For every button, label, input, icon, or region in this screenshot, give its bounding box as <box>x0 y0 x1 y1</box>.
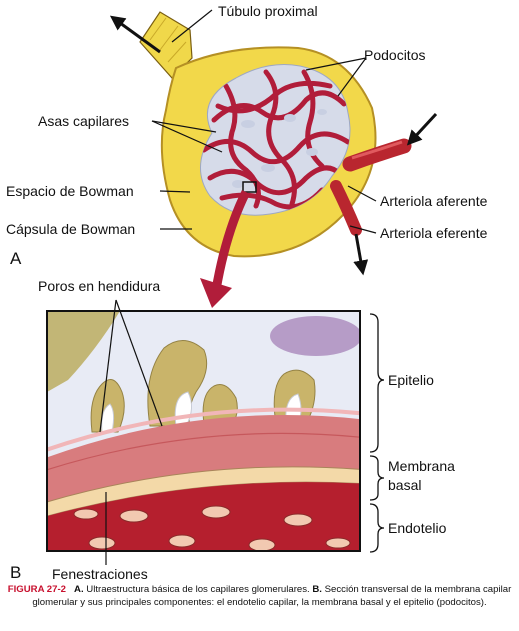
caption-part-a-letter: A. <box>74 584 84 595</box>
caption-part-a-text: Ultraestructura básica de los capilares … <box>86 584 310 595</box>
inspection-box <box>242 181 257 193</box>
label-basal: basal <box>388 477 421 493</box>
panel-b-leaders <box>99 299 163 565</box>
layer-braces <box>369 313 385 553</box>
label-tubulo-proximal: Túbulo proximal <box>218 3 318 19</box>
label-capsula-bowman: Cápsula de Bowman <box>6 221 135 237</box>
afferent-arteriole <box>342 138 412 172</box>
podocyte-body <box>270 316 360 356</box>
panel-b-cross-section <box>47 311 360 551</box>
label-espacio-bowman: Espacio de Bowman <box>6 183 134 199</box>
caption-part-b-text: Sección transversal de la membrana capil… <box>32 584 512 608</box>
efferent-arteriole <box>330 180 362 236</box>
panel-a-letter: A <box>10 249 22 268</box>
figure-number: FIGURA 27-2 <box>7 584 67 595</box>
label-arteriola-aferente: Arteriola aferente <box>380 193 488 209</box>
label-arteriola-eferente: Arteriola eferente <box>380 225 488 241</box>
basement-membrane <box>47 415 360 502</box>
label-epitelio: Epitelio <box>388 372 434 388</box>
label-podocitos: Podocitos <box>364 47 425 63</box>
label-poros-hendidura: Poros en hendidura <box>38 278 160 294</box>
zoom-arrow <box>211 189 251 291</box>
fenestrations <box>73 505 351 551</box>
capillary-lumen <box>47 482 360 551</box>
caption-part-b-letter: B. <box>312 584 322 595</box>
panel-b-frame <box>46 310 361 552</box>
efferent-flow-arrow <box>353 233 369 276</box>
tubule-flow-arrow <box>109 15 161 54</box>
afferent-flow-arrow <box>406 112 438 146</box>
glomerulus-figure: Túbulo proximal Podocitos Asas capilares… <box>6 3 488 580</box>
label-asas-capilares: Asas capilares <box>38 113 129 129</box>
label-membrana: Membrana <box>388 458 455 474</box>
panel-a-illustration <box>109 11 438 308</box>
label-endotelio: Endotelio <box>388 520 447 536</box>
panel-b-letter: B <box>10 563 21 580</box>
proximal-tubule <box>139 11 193 79</box>
label-fenestraciones: Fenestraciones <box>52 566 148 580</box>
panel-a-leaders <box>151 9 377 234</box>
figure-caption: FIGURA 27-2 A. Ultraestructura básica de… <box>6 584 513 609</box>
